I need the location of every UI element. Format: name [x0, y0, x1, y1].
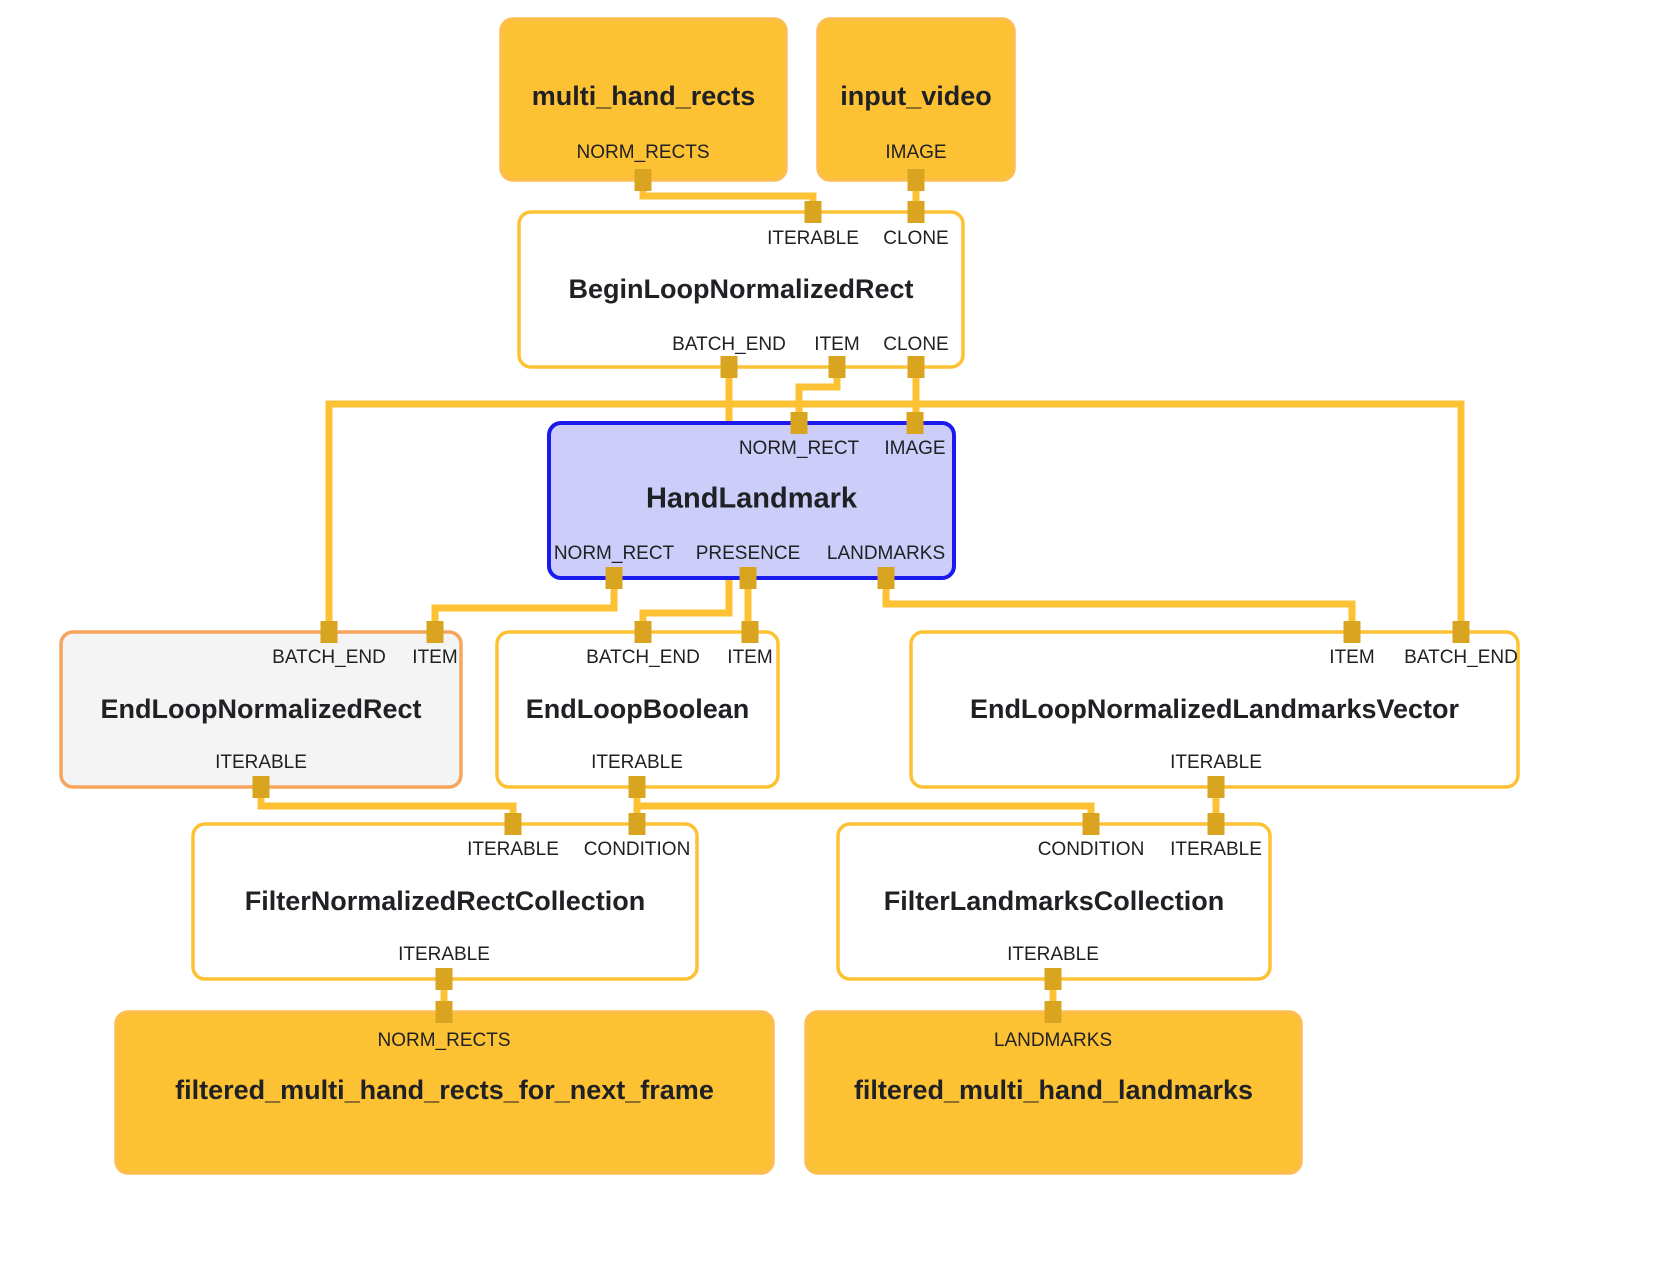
- input-port-iterable[interactable]: [1207, 813, 1225, 835]
- output-port-item[interactable]: [828, 356, 846, 378]
- port-label-landmarks: LANDMARKS: [994, 1030, 1112, 1051]
- output-port-presence[interactable]: [739, 567, 757, 589]
- port-label-item: ITEM: [412, 647, 457, 668]
- graph-node-FilterLandmarksCollection[interactable]: FilterLandmarksCollection: [836, 822, 1272, 981]
- port-label-iterable: ITERABLE: [767, 228, 859, 249]
- graph-node-EndLoopNormalizedLandmarksVector[interactable]: EndLoopNormalizedLandmarksVector: [909, 630, 1520, 789]
- node-title: input_video: [840, 81, 992, 111]
- output-port-iterable[interactable]: [435, 968, 453, 990]
- port-label-norm_rect: NORM_RECT: [554, 543, 675, 564]
- output-port-norm_rect[interactable]: [605, 567, 623, 589]
- port-label-landmarks: LANDMARKS: [827, 543, 945, 564]
- node-title: EndLoopNormalizedRect: [100, 694, 421, 724]
- output-port-image[interactable]: [907, 169, 925, 191]
- node-body[interactable]: [517, 210, 965, 369]
- input-port-batch_end[interactable]: [320, 621, 338, 643]
- output-port-iterable[interactable]: [1207, 776, 1225, 798]
- port-label-norm_rect: NORM_RECT: [739, 438, 860, 459]
- port-label-item: ITEM: [727, 647, 772, 668]
- input-port-iterable[interactable]: [804, 201, 822, 223]
- output-port-iterable[interactable]: [1044, 968, 1062, 990]
- input-port-batch_end[interactable]: [634, 621, 652, 643]
- node-title: FilterNormalizedRectCollection: [245, 886, 646, 916]
- port-label-image: IMAGE: [885, 142, 946, 163]
- port-label-image: IMAGE: [884, 438, 945, 459]
- graph-edge[interactable]: [257, 787, 517, 824]
- port-label-norm_rects: NORM_RECTS: [377, 1030, 510, 1051]
- input-port-batch_end[interactable]: [1452, 621, 1470, 643]
- node-title: filtered_multi_hand_landmarks: [854, 1075, 1253, 1105]
- input-port-norm_rects[interactable]: [435, 1001, 453, 1023]
- input-port-item[interactable]: [1343, 621, 1361, 643]
- output-port-clone[interactable]: [907, 356, 925, 378]
- input-port-item[interactable]: [426, 621, 444, 643]
- graph-node-BeginLoopNormalizedRect[interactable]: BeginLoopNormalizedRect: [517, 210, 965, 369]
- port-label-batch_end: BATCH_END: [272, 647, 386, 668]
- port-label-item: ITEM: [1329, 647, 1374, 668]
- input-port-condition[interactable]: [1082, 813, 1100, 835]
- input-port-condition[interactable]: [628, 813, 646, 835]
- graph-edge[interactable]: [639, 180, 817, 212]
- port-label-batch_end: BATCH_END: [1404, 647, 1518, 668]
- input-port-clone[interactable]: [907, 201, 925, 223]
- output-port-iterable[interactable]: [628, 776, 646, 798]
- port-label-iterable: ITERABLE: [591, 752, 683, 773]
- port-label-iterable: ITERABLE: [1007, 944, 1099, 965]
- port-label-iterable: ITERABLE: [1170, 752, 1262, 773]
- graph-node-FilterNormalizedRectCollection[interactable]: FilterNormalizedRectCollection: [191, 822, 699, 981]
- node-title: FilterLandmarksCollection: [884, 886, 1225, 916]
- output-port-batch_end[interactable]: [720, 356, 738, 378]
- graph-node-EndLoopBoolean[interactable]: EndLoopBoolean: [495, 630, 780, 789]
- node-title: multi_hand_rects: [532, 81, 756, 111]
- port-label-iterable: ITERABLE: [398, 944, 490, 965]
- output-port-norm_rects[interactable]: [634, 169, 652, 191]
- node-title: filtered_multi_hand_rects_for_next_frame: [175, 1075, 714, 1105]
- ports-layer: [252, 169, 1470, 1023]
- graph-node-HandLandmark[interactable]: HandLandmark: [547, 421, 956, 580]
- port-label-clone: CLONE: [883, 228, 948, 249]
- input-port-item[interactable]: [741, 621, 759, 643]
- port-label-batch_end: BATCH_END: [672, 334, 786, 355]
- graph-edge[interactable]: [431, 578, 618, 632]
- graph-node-EndLoopNormalizedRect[interactable]: EndLoopNormalizedRect: [59, 630, 463, 789]
- node-title: HandLandmark: [646, 483, 858, 515]
- input-port-landmarks[interactable]: [1044, 1001, 1062, 1023]
- port-label-iterable: ITERABLE: [215, 752, 307, 773]
- port-label-presence: PRESENCE: [696, 543, 801, 564]
- port-label-iterable: ITERABLE: [467, 839, 559, 860]
- node-title: EndLoopNormalizedLandmarksVector: [970, 694, 1460, 724]
- port-label-batch_end: BATCH_END: [586, 647, 700, 668]
- node-title: EndLoopBoolean: [526, 694, 749, 724]
- port-label-clone: CLONE: [883, 334, 948, 355]
- port-label-item: ITEM: [814, 334, 859, 355]
- port-label-condition: CONDITION: [584, 839, 691, 860]
- graph-node-multi_hand_rects[interactable]: multi_hand_rects: [499, 17, 788, 182]
- output-port-landmarks[interactable]: [877, 567, 895, 589]
- graph-node-filtered_multi_hand_landmarks[interactable]: filtered_multi_hand_landmarks: [804, 1010, 1303, 1175]
- graph-edge[interactable]: [637, 802, 1095, 824]
- input-port-norm_rect[interactable]: [790, 412, 808, 434]
- graph-edge[interactable]: [882, 578, 1356, 632]
- input-port-image[interactable]: [906, 412, 924, 434]
- port-label-iterable: ITERABLE: [1170, 839, 1262, 860]
- port-label-condition: CONDITION: [1038, 839, 1145, 860]
- input-port-iterable[interactable]: [504, 813, 522, 835]
- node-title: BeginLoopNormalizedRect: [568, 274, 913, 304]
- output-port-iterable[interactable]: [252, 776, 270, 798]
- graph-edge[interactable]: [729, 400, 1465, 632]
- graph-node-input_video[interactable]: input_video: [816, 17, 1016, 182]
- port-label-norm_rects: NORM_RECTS: [576, 142, 709, 163]
